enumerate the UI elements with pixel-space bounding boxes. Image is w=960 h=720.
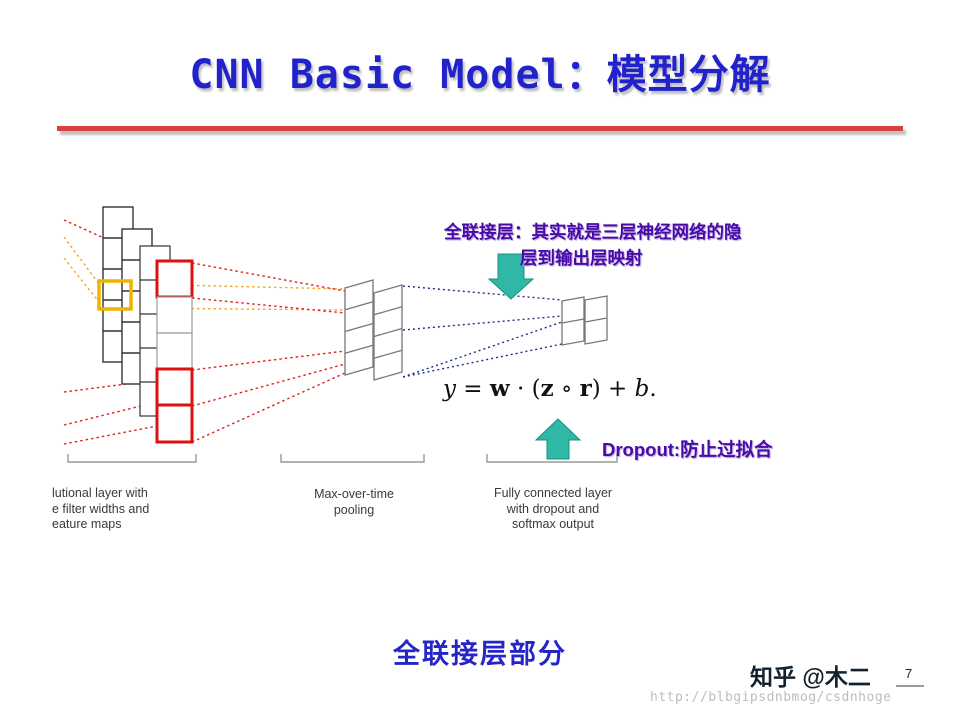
bottom-caption: 全联接层部分: [393, 639, 567, 669]
arrow-up-icon: [534, 418, 582, 460]
section-brackets: [67, 454, 618, 463]
fc-layer-label-line2: with dropout and: [506, 501, 600, 516]
bracket-pool: [280, 454, 425, 463]
fc-layer-label-line1: Fully connected layer: [493, 486, 613, 500]
formula-dot: · (: [509, 376, 541, 402]
pooling-label-line1: Max-over-time: [314, 487, 394, 501]
url-watermark: http://blbgipsdnbmog/csdnhoge: [650, 690, 892, 705]
fc-connection-lines-navy: [402, 285, 563, 378]
feature-map-column-front: [155, 259, 194, 444]
conv-layer-label-line1: lutional layer with: [52, 486, 148, 500]
formula-eq: =: [456, 376, 490, 402]
pooling-column-2: [373, 284, 403, 381]
fc-layer-label: Fully connected layer with dropout and s…: [478, 486, 628, 533]
fc-annotation: 全联接层：其实就是三层神经网络的隐 层到输出层映射: [444, 219, 844, 271]
red-filter-cell: [155, 403, 194, 444]
arrow-down-icon: [487, 253, 535, 300]
formula-b: b: [634, 376, 650, 402]
red-filter-cell: [155, 259, 194, 299]
page-number: 7: [905, 666, 913, 681]
bracket-fc: [486, 454, 618, 463]
feature-cell: [156, 332, 193, 370]
pooling-label: Max-over-time pooling: [298, 487, 410, 518]
formula-plus: ) +: [591, 376, 635, 402]
fc-annotation-line1: 全联接层：其实就是三层神经网络的隐: [444, 222, 742, 242]
conv-layer-label: lutional layer with e filter widths and …: [52, 486, 188, 533]
conv-layer-label-line3: eature maps: [52, 517, 122, 531]
formula-period: .: [649, 376, 657, 402]
yellow-filter-cell: [97, 279, 133, 311]
formula-z: z: [540, 375, 554, 402]
title-divider: [57, 126, 903, 131]
pooling-label-line2: pooling: [333, 502, 375, 517]
formula-w: w: [489, 375, 510, 402]
pooling-column-1: [344, 279, 374, 376]
formula-r: r: [579, 375, 592, 402]
output-grid: [561, 295, 608, 346]
fc-annotation-line2: 层到输出层映射: [520, 248, 643, 268]
red-filter-cell: [155, 367, 194, 407]
dropout-formula: y = w · (z ∘ r) + b.: [443, 375, 657, 402]
zhihu-watermark: 知乎 @木二: [750, 664, 871, 690]
fc-layer-label-line3: softmax output: [512, 517, 594, 531]
footer-line: [896, 685, 924, 687]
conv-layer-label-line2: e filter widths and: [52, 501, 150, 516]
dropout-annotation: Dropout:防止过拟合: [602, 439, 773, 460]
feature-cell: [156, 296, 193, 334]
page-title: CNN Basic Model：模型分解: [189, 52, 771, 98]
formula-y: y: [443, 376, 456, 402]
formula-ring: ∘: [553, 376, 580, 402]
bracket-conv: [67, 454, 197, 463]
